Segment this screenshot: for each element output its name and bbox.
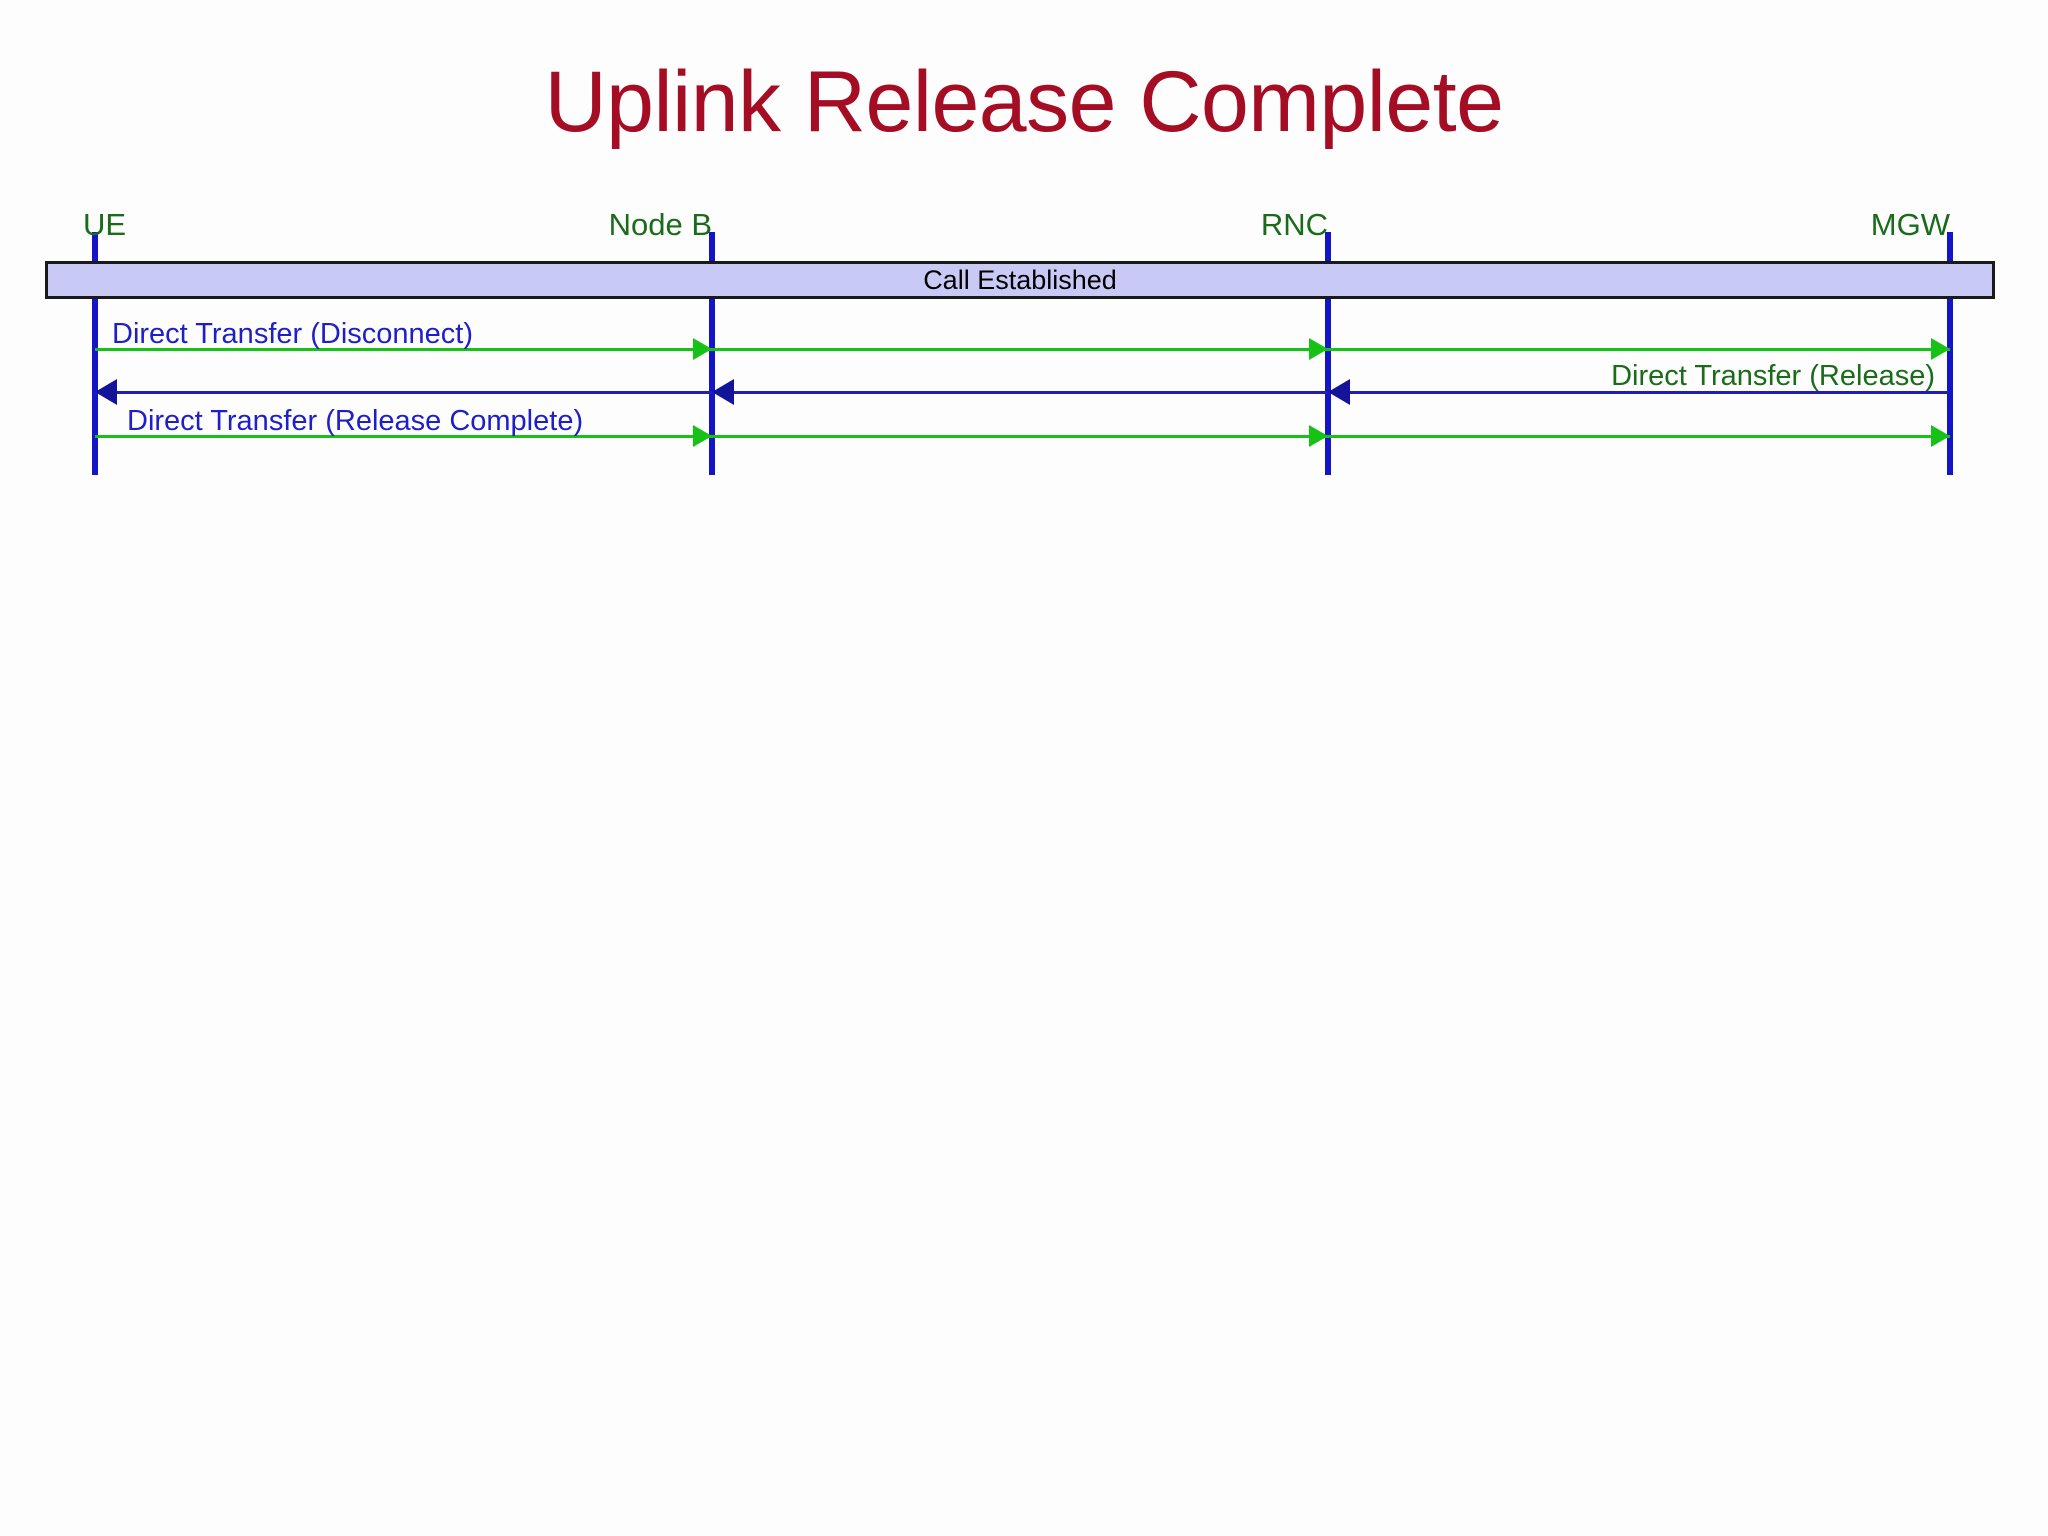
arrowhead-right-icon [1309,425,1328,447]
message-line-m1-2 [1328,348,1950,351]
arrowhead-right-icon [693,338,712,360]
message-line-m2-1 [712,391,1328,394]
message-line-m2-0 [1328,391,1950,394]
arrowhead-right-icon [693,425,712,447]
arrowhead-left-icon [712,379,734,405]
page-title: Uplink Release Complete [544,54,1504,150]
actor-label-rnc: RNC [1260,207,1328,242]
message-line-m3-1 [712,435,1328,438]
actor-label-ue: UE [83,207,127,242]
message-line-m3-2 [1328,435,1950,438]
message-line-m3-0 [95,435,712,438]
call-established-label: Call Established [923,265,1117,295]
message-line-m1-1 [712,348,1328,351]
message-label-m1: Direct Transfer (Disconnect) [112,318,473,350]
arrowhead-right-icon [1931,425,1950,447]
arrowhead-right-icon [1309,338,1328,360]
message-line-m1-0 [95,348,712,351]
arrowhead-left-icon [1328,379,1350,405]
call-established-banner: Call Established [45,261,1995,299]
actor-label-mgw: MGW [1870,207,1950,242]
arrowhead-right-icon [1931,338,1950,360]
message-label-m3: Direct Transfer (Release Complete) [127,405,584,437]
lifeline-rnc [1325,232,1331,475]
lifeline-mgw [1947,232,1953,475]
actor-label-nodeb: Node B [608,207,712,242]
arrowhead-left-icon [95,379,117,405]
message-label-m2: Direct Transfer (Release) [1611,360,1935,392]
lifeline-nodeb [709,232,715,475]
lifeline-ue [92,232,98,475]
message-line-m2-2 [95,391,712,394]
